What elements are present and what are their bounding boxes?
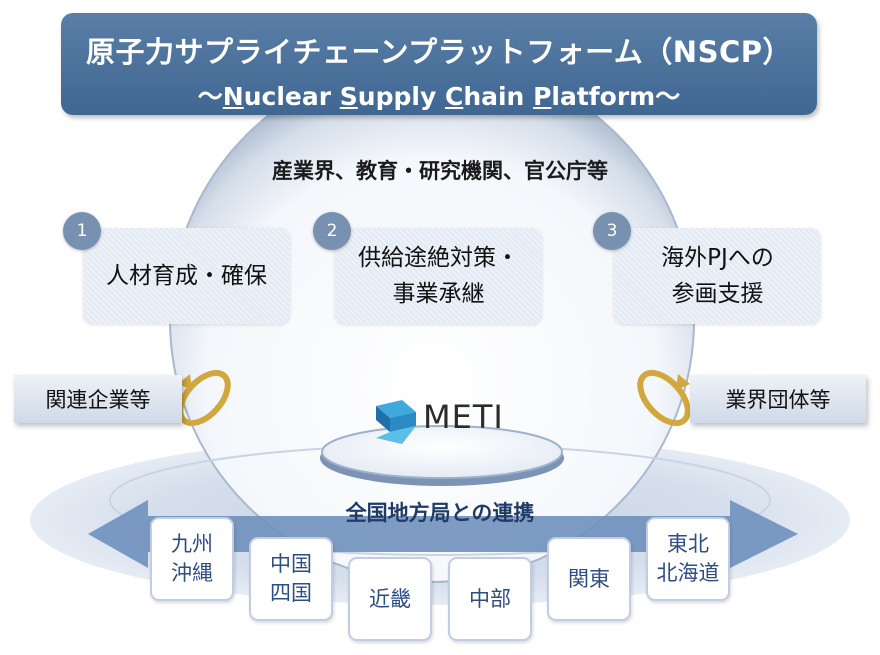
meti-logo-icon — [376, 400, 416, 444]
left-cycle-icon — [177, 369, 231, 427]
subtitle-text: uclear — [243, 82, 340, 111]
region-label: 中国 四国 — [270, 552, 312, 605]
pillar-number-badge: 1 — [63, 212, 101, 250]
region-label: 中部 — [469, 586, 511, 611]
pillar-label: 海外PJへの 参画支援 — [661, 245, 774, 307]
pillar-number-badge: 3 — [593, 212, 631, 250]
platform-subtitle: 〜Nuclear Supply Chain Platform〜 — [61, 77, 817, 113]
region-label: 九州 沖縄 — [171, 532, 213, 585]
regional-partnership-label: 全国地方局との連携 — [345, 501, 535, 525]
subtitle-text: latform〜 — [551, 82, 681, 111]
subtitle-initial: N — [222, 82, 244, 111]
industry-groups-box: 業界団体等 — [690, 375, 866, 423]
pillar-label: 人材育成・確保 — [106, 263, 267, 289]
region-label: 東北 北海道 — [656, 532, 720, 585]
right-cycle-icon — [637, 369, 691, 427]
region-tohoku-hokkaido: 東北 北海道 — [646, 517, 730, 601]
region-kyushu-okinawa: 九州 沖縄 — [150, 517, 234, 601]
pillar-supply-disruption: 供給途絶対策・ 事業承継 — [335, 228, 542, 324]
region-kanto: 関東 — [547, 537, 631, 621]
subtitle-text: upply — [357, 82, 445, 111]
pillar-hr-development: 人材育成・確保 — [83, 228, 290, 324]
subtitle-initial: C — [444, 82, 464, 111]
region-label: 関東 — [568, 566, 610, 591]
subtitle-text: 〜 — [197, 82, 223, 111]
region-chubu: 中部 — [448, 557, 532, 641]
pillar-label: 供給途絶対策・ 事業承継 — [358, 245, 519, 307]
region-label: 近畿 — [369, 586, 411, 611]
meti-wordmark: METI — [423, 398, 504, 436]
pillar-overseas-projects: 海外PJへの 参画支援 — [614, 228, 821, 324]
subtitle-initial: S — [339, 82, 358, 111]
related-companies-box: 関連企業等 — [14, 375, 182, 423]
platform-title: 原子力サプライチェーンプラットフォーム（NSCP） — [85, 35, 792, 69]
platform-header: 原子力サプライチェーンプラットフォーム（NSCP） 〜Nuclear Suppl… — [61, 13, 817, 115]
stakeholders-label: 産業界、教育・研究機関、官公庁等 — [272, 159, 608, 183]
region-kinki: 近畿 — [348, 557, 432, 641]
subtitle-text: hain — [463, 82, 534, 111]
subtitle-initial: P — [533, 82, 552, 111]
pillar-number-badge: 2 — [313, 212, 351, 250]
region-chugoku-shikoku: 中国 四国 — [249, 537, 333, 621]
